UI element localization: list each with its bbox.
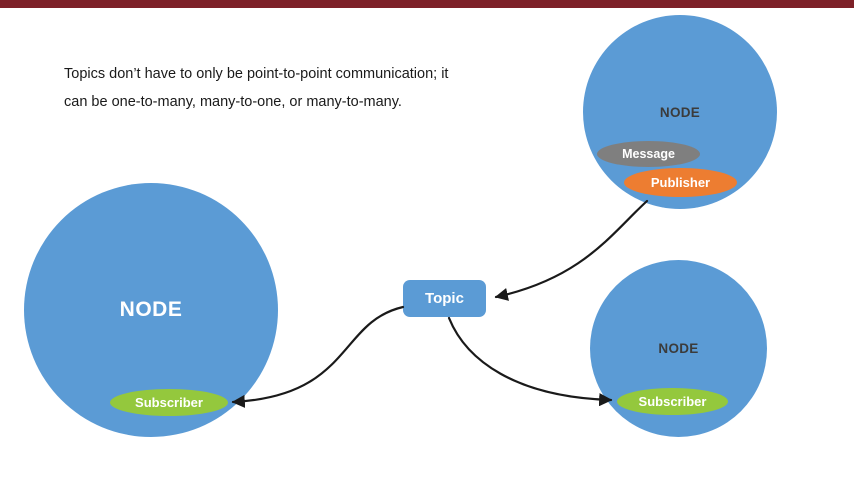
topic-box: Topic	[403, 280, 486, 317]
left-subscriber-pill: Subscriber	[110, 389, 228, 416]
top-accent-bar	[0, 0, 854, 8]
node-bottom-right-label: NODE	[658, 341, 699, 356]
message-pill: Message	[597, 141, 700, 167]
node-top-right-label: NODE	[659, 104, 701, 120]
node-left-label: NODE	[119, 298, 183, 321]
arrow-topic-to-right-subscriber	[447, 316, 613, 407]
caption-text: Topics don’t have to only be point-to-po…	[64, 66, 449, 110]
publisher-pill: Publisher	[624, 168, 737, 197]
right-subscriber-pill: Subscriber	[617, 388, 728, 415]
